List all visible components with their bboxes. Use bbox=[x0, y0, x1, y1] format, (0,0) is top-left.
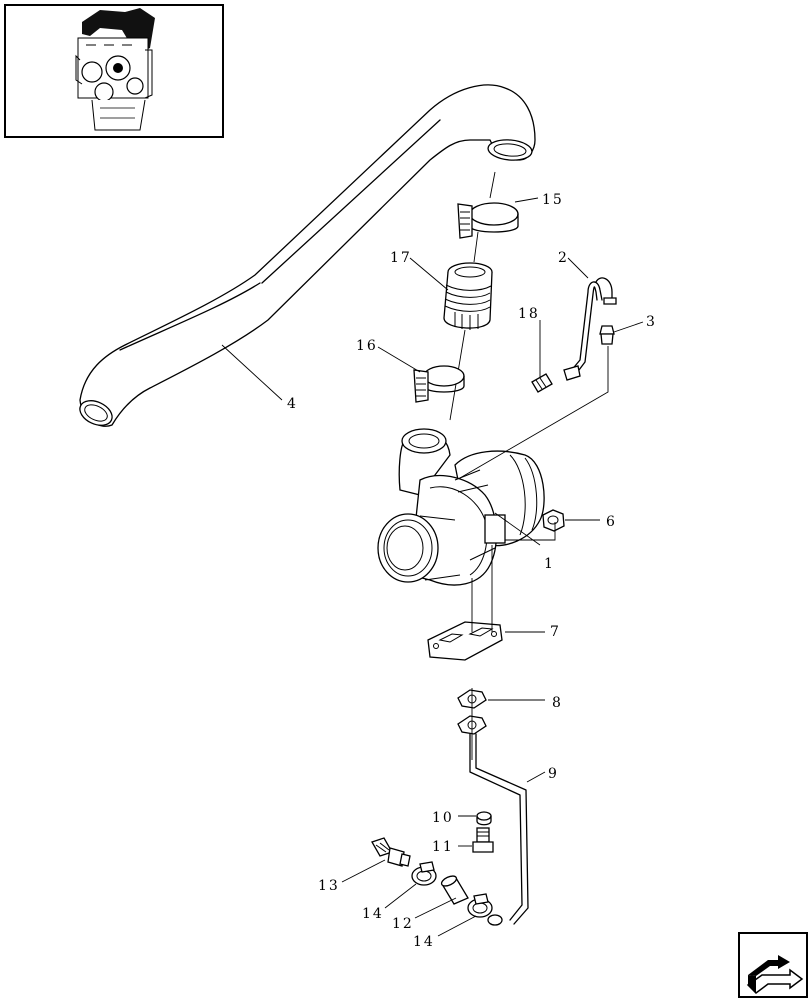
callout-8: 8 bbox=[552, 695, 563, 711]
next-page-button[interactable] bbox=[738, 932, 808, 998]
oil-return-pipe-part-9 bbox=[457, 715, 529, 926]
next-page-arrow-icon bbox=[746, 955, 804, 994]
callout-14-upper: 14 bbox=[362, 906, 384, 922]
air-pipe-part-4 bbox=[79, 84, 536, 427]
callout-16: 16 bbox=[356, 338, 378, 354]
callout-1: 1 bbox=[544, 556, 555, 572]
engine-thumbnail-icon bbox=[75, 8, 155, 131]
callout-13: 13 bbox=[318, 878, 340, 894]
callout-labels: 15 17 2 3 18 16 4 6 1 7 8 9 10 11 13 14 … bbox=[287, 192, 657, 950]
callout-12: 12 bbox=[392, 916, 414, 932]
turbocharger-part-1 bbox=[377, 428, 545, 586]
gasket-part-7 bbox=[427, 621, 503, 661]
washer-part-10 bbox=[476, 811, 492, 826]
oil-feed-pipe-part-2 bbox=[563, 277, 617, 381]
callout-9: 9 bbox=[548, 766, 559, 782]
hose-clamp-part-14b bbox=[467, 893, 493, 918]
hose-part-12 bbox=[440, 875, 469, 905]
callout-7: 7 bbox=[550, 624, 561, 640]
hose-part-17 bbox=[443, 262, 493, 330]
hose-fitting-part-13 bbox=[371, 837, 411, 867]
fitting-part-3 bbox=[599, 325, 615, 345]
callout-2: 2 bbox=[558, 250, 569, 266]
nut-part-6 bbox=[542, 509, 565, 532]
connector-part-11 bbox=[472, 827, 494, 853]
callout-17: 17 bbox=[390, 250, 412, 266]
hose-clamp-part-16 bbox=[413, 365, 465, 403]
callout-3: 3 bbox=[646, 314, 657, 330]
callout-10: 10 bbox=[432, 810, 454, 826]
hose-clamp-part-15 bbox=[457, 202, 519, 239]
leader-lines bbox=[221, 197, 644, 937]
engine-thumbnail[interactable] bbox=[4, 4, 224, 138]
callout-14-lower: 14 bbox=[413, 934, 435, 950]
callout-6: 6 bbox=[606, 514, 617, 530]
hose-clamp-part-14a bbox=[411, 861, 437, 886]
callout-4: 4 bbox=[287, 396, 298, 412]
callout-11: 11 bbox=[432, 839, 454, 855]
callout-18: 18 bbox=[518, 306, 540, 322]
callout-15: 15 bbox=[542, 192, 564, 208]
fitting-part-18 bbox=[531, 373, 553, 393]
